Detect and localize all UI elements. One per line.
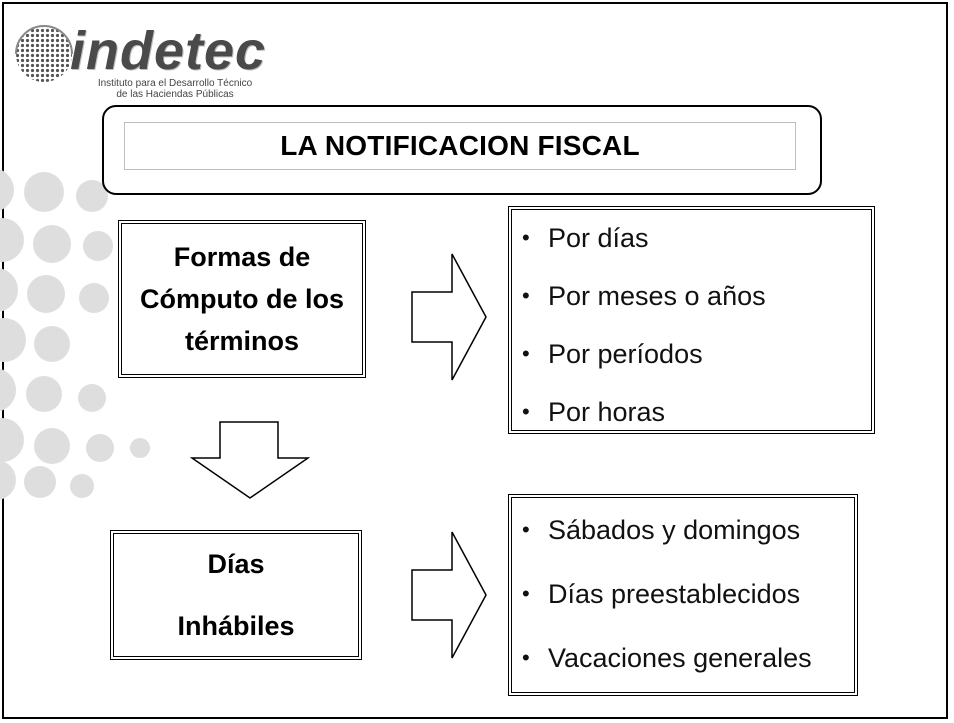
- indetec-logo: indetec Instituto para el Desarrollo Téc…: [10, 10, 280, 110]
- logo-subtitle: Instituto para el Desarrollo Técnico de …: [80, 78, 270, 100]
- inhabiles-list-box: •Sábados y domingos •Días preestablecido…: [508, 494, 858, 696]
- title-box: LA NOTIFICACION FISCAL: [102, 105, 822, 195]
- list-item: •Vacaciones generales: [522, 643, 812, 673]
- logo-subtitle-line2: de las Haciendas Públicas: [116, 89, 234, 100]
- list-item: •Días preestablecidos: [522, 579, 801, 609]
- inhabiles-list: •Sábados y domingos •Días preestablecido…: [512, 498, 854, 698]
- formas-line1: Formas de: [173, 242, 311, 272]
- list-item: •Por períodos: [522, 339, 703, 369]
- computo-list: •Por días •Por meses o años •Por período…: [512, 210, 871, 446]
- formas-line3: términos: [184, 326, 300, 356]
- dias-line2: Inhábiles: [177, 611, 295, 641]
- right-arrow-icon-1: [411, 253, 487, 381]
- logo-globe-icon: [15, 25, 73, 82]
- dias-inhabiles-box: Días Inhábiles: [110, 530, 362, 660]
- logo-subtitle-line1: Instituto para el Desarrollo Técnico: [97, 78, 253, 89]
- list-item: •Sábados y domingos: [522, 515, 801, 545]
- title-inner-frame: LA NOTIFICACION FISCAL: [124, 122, 796, 170]
- slide-title: LA NOTIFICACION FISCAL: [280, 130, 640, 161]
- list-item: •Por meses o años: [522, 281, 766, 311]
- list-item: •Por días: [522, 223, 649, 253]
- formas-line2: Cómputo de los: [140, 284, 344, 314]
- formas-computo-box: Formas de Cómputo de los términos: [118, 220, 366, 378]
- down-arrow-icon: [190, 421, 310, 499]
- dias-line1: Días: [207, 549, 265, 579]
- list-item: •Por horas: [522, 397, 666, 427]
- logo-word: indetec: [70, 21, 267, 81]
- formas-computo-label: Formas de Cómputo de los términos: [140, 236, 344, 362]
- right-arrow-icon-2: [411, 531, 487, 659]
- computo-list-box: •Por días •Por meses o años •Por período…: [508, 206, 875, 434]
